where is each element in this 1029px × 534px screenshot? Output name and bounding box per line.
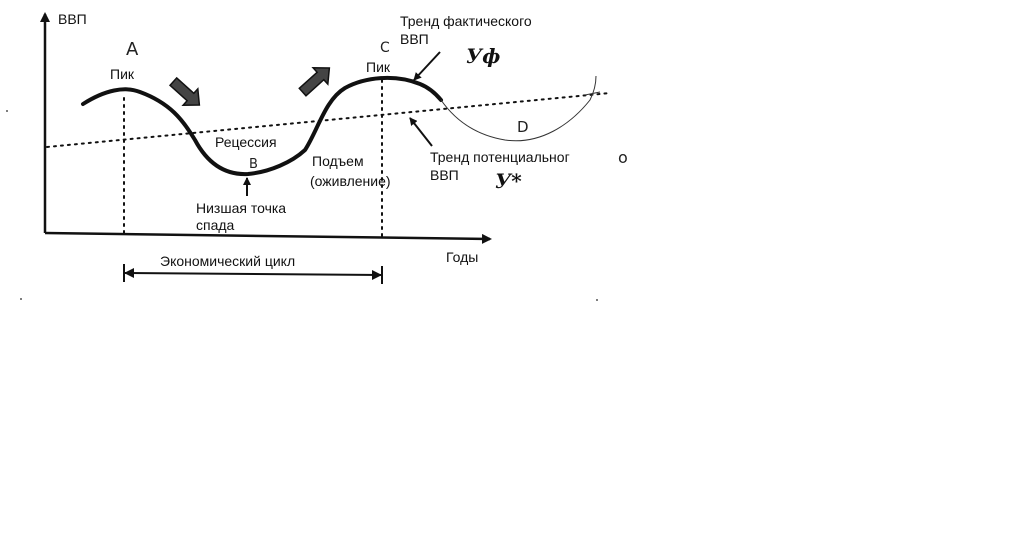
- actual-gdp-curve: [81, 75, 443, 177]
- potential-trend-pointer-arrow: [409, 117, 433, 147]
- handwritten-point-c: C: [380, 40, 390, 56]
- potential-trend-label-line1: Тренд потенциальног: [430, 149, 570, 165]
- cycle-label: Экономический цикл: [160, 253, 295, 269]
- scan-speck: [6, 110, 8, 112]
- scan-speck: [596, 299, 598, 301]
- actual-trend-label-line2: ВВП: [400, 31, 429, 47]
- recovery-label-line2: (оживление): [310, 173, 391, 189]
- handwritten-y-potential: У*: [495, 169, 522, 193]
- handwritten-tick-mark: [584, 91, 601, 96]
- y-axis-label: ВВП: [58, 11, 87, 27]
- upturn-direction-arrow: [298, 67, 331, 97]
- recession-label: Рецессия: [215, 134, 277, 150]
- trough-label-line1: Низшая точка: [196, 200, 286, 216]
- cycle-span-arrow-left: [124, 268, 134, 278]
- cycle-span-line: [123, 272, 383, 276]
- recovery-label-line1: Подъем: [312, 153, 364, 169]
- handwritten-continuation-curve: [440, 75, 597, 142]
- x-axis-label: Годы: [446, 249, 478, 265]
- cycle-span-arrow-right: [372, 270, 382, 280]
- peak-left-label: Пик: [110, 66, 135, 82]
- handwritten-point-d: D: [517, 118, 529, 136]
- potential-gdp-trend-line: [46, 92, 611, 148]
- handwritten-y-actual: Уф: [466, 44, 500, 68]
- handwritten-point-a: A: [126, 39, 139, 60]
- actual-trend-pointer-arrow: [413, 51, 441, 81]
- trough-label-line2: спада: [196, 217, 235, 233]
- peak-right-label: Пик: [366, 59, 391, 75]
- downturn-direction-arrow: [168, 76, 201, 106]
- actual-trend-label-line1: Тренд фактического: [400, 13, 532, 29]
- potential-trend-label-line2: ВВП: [430, 167, 459, 183]
- scan-speck: [20, 298, 22, 300]
- handwritten-tail-o: о: [618, 148, 628, 167]
- handwritten-point-b: B: [249, 157, 258, 172]
- x-axis: [44, 231, 492, 244]
